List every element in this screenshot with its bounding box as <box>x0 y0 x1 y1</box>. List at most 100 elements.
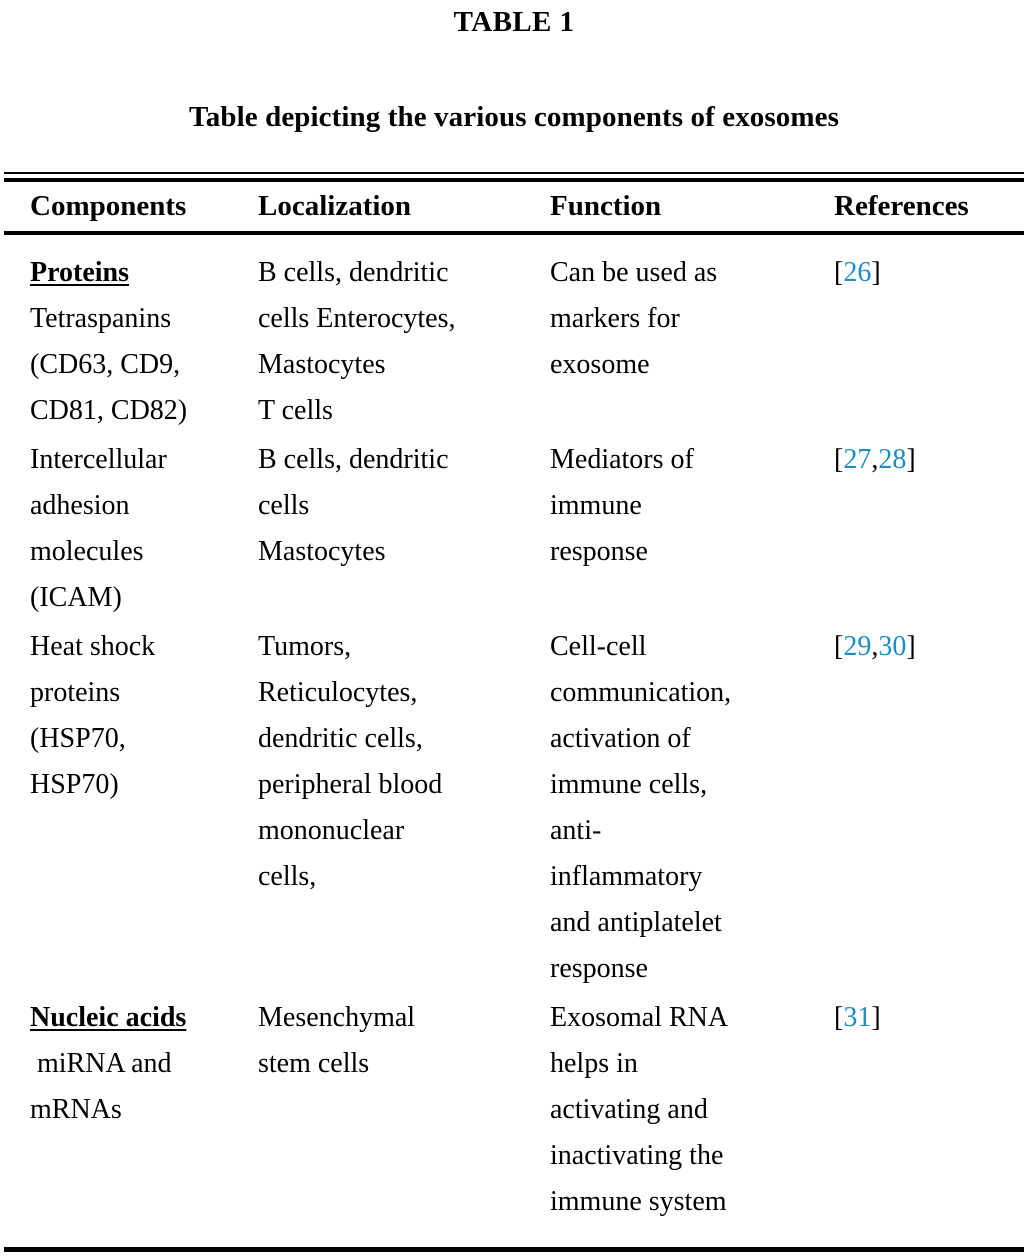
reference-link[interactable]: 31 <box>843 1002 872 1033</box>
cell-text-line: HSP70) <box>30 769 119 800</box>
cell-text-line: Tetraspanins <box>30 303 172 334</box>
reference-citation[interactable]: [26] <box>834 250 1020 296</box>
cell-text-line: Heat shock <box>30 631 156 662</box>
cell-localization: Mesenchymal stem cells <box>258 995 544 1087</box>
table-row: Nucleic acids miRNA and mRNAs Mesenchymal s… <box>0 995 1028 1225</box>
cell-references: [31] <box>834 995 1020 1041</box>
cell-text-line: anti- <box>550 815 602 846</box>
table-header-row: Components Localization Function Referen… <box>0 188 1028 230</box>
cell-text-line: cells, <box>258 861 317 892</box>
cell-text-line: stem cells <box>258 1048 370 1079</box>
cell-components: Heat shock proteins (HSP70, HSP70) <box>30 624 252 808</box>
cell-text-line: proteins <box>30 677 121 708</box>
cell-text-line: response <box>550 953 648 984</box>
table-row: Heat shock proteins (HSP70, HSP70) Tumors,Re… <box>0 624 1028 992</box>
reference-open-bracket: [ <box>834 1002 844 1033</box>
reference-link[interactable]: 27 <box>843 444 872 475</box>
cell-text-line: activating and <box>550 1094 708 1125</box>
reference-open-bracket: [ <box>834 257 844 288</box>
column-header-function: Function <box>550 190 662 222</box>
cell-text-line: (ICAM) <box>30 582 122 613</box>
cell-references: [29,30] <box>834 624 1020 670</box>
cell-text-line: immune system <box>550 1186 727 1217</box>
cell-text-line: mRNAs <box>30 1094 122 1125</box>
cell-localization: Tumors,Reticulocytes,dendritic cells,per… <box>258 624 544 900</box>
cell-lead-term: Proteins <box>30 257 130 288</box>
cell-text-line: immune <box>550 490 642 521</box>
cell-text-line: mononuclear <box>258 815 405 846</box>
cell-text-line: molecules <box>30 536 144 567</box>
cell-text-line: (HSP70, <box>30 723 126 754</box>
cell-text-line: Can be used as <box>550 257 718 288</box>
cell-function: Cell-cell communication, activation of immu… <box>550 624 828 992</box>
cell-text-line: Intercellular <box>30 444 167 475</box>
reference-link[interactable]: 28 <box>878 444 907 475</box>
cell-text-line: inactivating the <box>550 1140 724 1171</box>
cell-text-line: miRNA and <box>30 1048 172 1079</box>
header-bottom-rule <box>4 231 1024 235</box>
cell-function: Exosomal RNA helps in activating and inacti… <box>550 995 828 1225</box>
reference-close-bracket: ] <box>906 631 916 662</box>
cell-text-line: B cells, dendritic <box>258 444 449 475</box>
reference-separator: , <box>871 631 879 662</box>
column-header-references: References <box>834 190 969 222</box>
reference-citation[interactable]: [31] <box>834 995 1020 1041</box>
cell-text-line: Tumors, <box>258 631 352 662</box>
cell-text-line: markers for <box>550 303 680 334</box>
reference-link[interactable]: 30 <box>878 631 907 662</box>
cell-text-line: response <box>550 536 648 567</box>
reference-open-bracket: [ <box>834 631 844 662</box>
cell-text-line: B cells, dendritic <box>258 257 449 288</box>
cell-references: [26] <box>834 250 1020 296</box>
cell-text-line: activation of <box>550 723 691 754</box>
reference-citation[interactable]: [27,28] <box>834 437 1020 483</box>
cell-text-line: T cells <box>258 395 333 426</box>
cell-text-line: cells <box>258 490 310 521</box>
cell-text-line: CD81, CD82) <box>30 395 188 426</box>
reference-link[interactable]: 26 <box>843 257 872 288</box>
cell-localization: B cells, dendritic cells Enterocytes, Mast… <box>258 250 544 434</box>
table-bottom-rule <box>4 1247 1024 1252</box>
cell-text-line: Mediators of <box>550 444 694 475</box>
cell-components: Nucleic acids miRNA and mRNAs <box>30 995 252 1133</box>
cell-text-line: communication, <box>550 677 732 708</box>
cell-text-line: and antiplatelet <box>550 907 722 938</box>
table-caption: Table depicting the various components o… <box>189 101 839 133</box>
reference-open-bracket: [ <box>834 444 844 475</box>
reference-close-bracket: ] <box>871 257 881 288</box>
cell-references: [27,28] <box>834 437 1020 483</box>
cell-lead-term: Nucleic acids <box>30 1002 187 1033</box>
table-number-label: TABLE 1 <box>453 6 575 38</box>
cell-text-line: Mastocytes <box>258 536 386 567</box>
cell-text-line: Mastocytes <box>258 349 386 380</box>
table-row: Intercellular adhesion molecules (ICAM) B ce… <box>0 437 1028 621</box>
table-top-rule-thick <box>4 178 1024 182</box>
column-header-components: Components <box>30 190 187 222</box>
cell-text-line: immune cells, <box>550 769 708 800</box>
cell-text-line: peripheral blood <box>258 769 443 800</box>
reference-link[interactable]: 29 <box>843 631 872 662</box>
reference-close-bracket: ] <box>906 444 916 475</box>
cell-components: Intercellular adhesion molecules (ICAM) <box>30 437 252 621</box>
reference-separator: , <box>871 444 879 475</box>
cell-text-line: (CD63, CD9, <box>30 349 181 380</box>
cell-text-line: helps in <box>550 1048 638 1079</box>
cell-text-line: cells Enterocytes, <box>258 303 456 334</box>
cell-text-line: dendritic cells, <box>258 723 423 754</box>
column-header-localization: Localization <box>258 190 412 222</box>
reference-citation[interactable]: [29,30] <box>834 624 1020 670</box>
cell-text-line: exosome <box>550 349 650 380</box>
cell-text-line: Cell-cell <box>550 631 647 662</box>
table-top-rule-thin <box>4 172 1024 174</box>
cell-text-line: adhesion <box>30 490 130 521</box>
cell-text-line: Exosomal RNA <box>550 1002 729 1033</box>
cell-text-line: inflammatory <box>550 861 703 892</box>
cell-function: Mediators of immune response <box>550 437 828 575</box>
cell-function: Can be used as markers for exosome <box>550 250 828 388</box>
reference-close-bracket: ] <box>871 1002 881 1033</box>
cell-text-line: Mesenchymal <box>258 1002 416 1033</box>
